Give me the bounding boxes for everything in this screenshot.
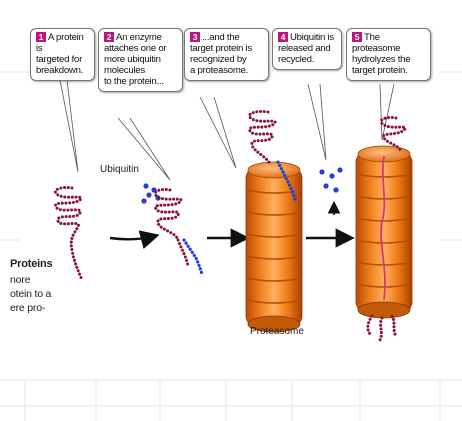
step-number-badge: 5 xyxy=(352,32,362,42)
step-number-badge: 4 xyxy=(278,32,288,42)
step-text: Ubiquitin is released and recycled. xyxy=(278,32,334,65)
protein-through-channel xyxy=(380,155,386,301)
proteasome-2 xyxy=(355,145,413,319)
step-text: The proteasome hydrolyzes the target pro… xyxy=(352,32,411,76)
proteasome-label: Proteasome xyxy=(250,326,304,337)
step-number-badge: 1 xyxy=(36,32,46,42)
ubiquitin-label: Ubiquitin xyxy=(100,164,139,175)
side-text-line: nore xyxy=(10,274,31,286)
side-heading: Proteins xyxy=(10,258,53,270)
side-text-line: ere pro- xyxy=(10,302,46,314)
arrow xyxy=(109,230,160,249)
ubiquitin-chain xyxy=(182,238,204,276)
peptide-fragments xyxy=(366,314,398,342)
step-text: An enzyme attaches one or more ubiquitin… xyxy=(104,32,167,87)
callout-pointers xyxy=(59,79,395,181)
ubiquitin-cluster xyxy=(141,183,161,204)
step-3-callout: 3...and the target protein is recognized… xyxy=(184,28,269,81)
protein-tail xyxy=(176,238,190,268)
protein-on-top xyxy=(379,116,407,154)
ubiquitinated-protein xyxy=(153,188,183,242)
proteasome-1 xyxy=(245,161,303,333)
step-text: ...and the target protein is recognized … xyxy=(190,32,252,76)
protein-entering-proteasome xyxy=(247,110,277,166)
target-protein xyxy=(53,186,84,282)
step-number-badge: 3 xyxy=(190,32,200,42)
side-text-line: otein to a xyxy=(10,288,52,300)
ubiquitin-on-proteasome xyxy=(276,160,298,204)
step-number-badge: 2 xyxy=(104,32,114,42)
released-ubiquitin xyxy=(319,167,343,193)
step-text: A protein is targeted for breakdown. xyxy=(36,32,84,76)
